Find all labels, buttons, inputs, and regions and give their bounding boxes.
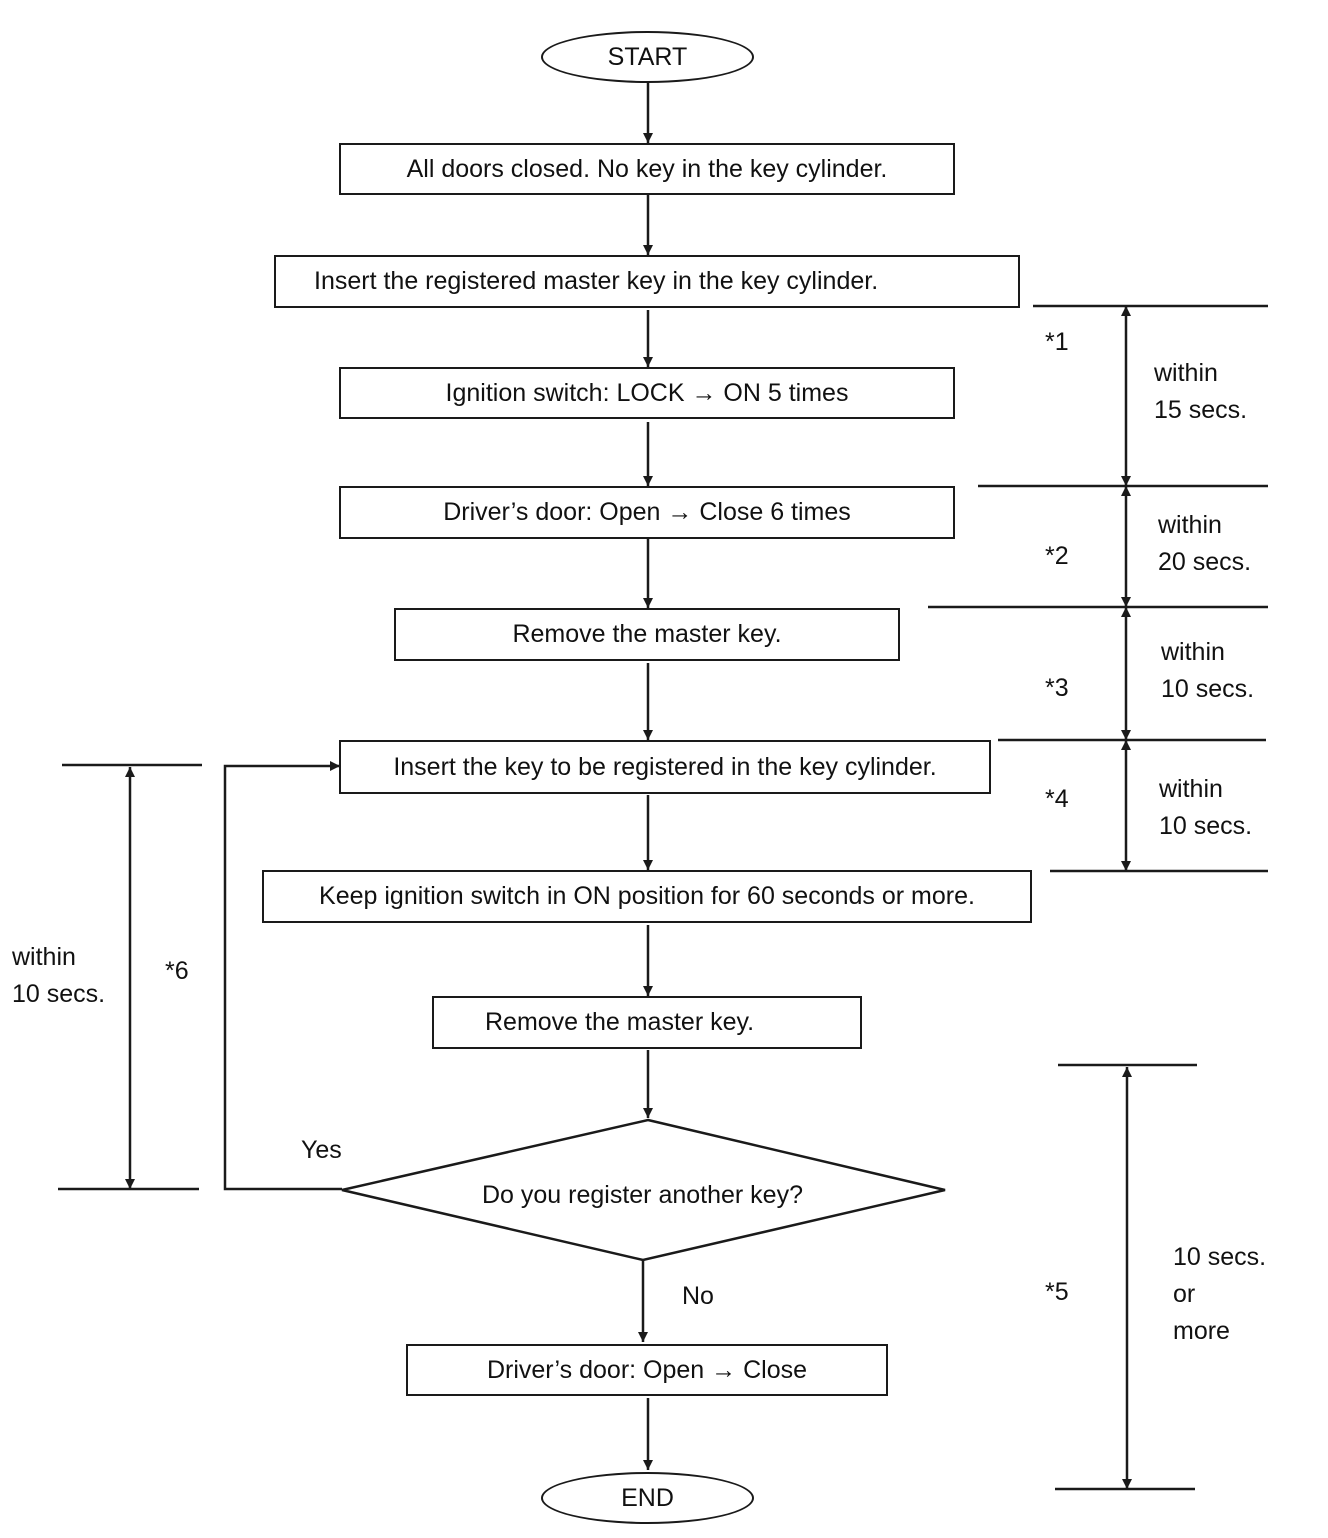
timing-text-6b: 10 secs.: [12, 980, 106, 1008]
decision-question: Do you register another key?: [481, 1180, 803, 1209]
step-ignition-lock-on: Ignition switch: LOCK → ON 5 times: [339, 367, 955, 419]
start-terminal: START: [541, 31, 754, 83]
timing-text-3b: 10 secs.: [1161, 675, 1255, 703]
timing-text-6a: within: [12, 943, 76, 971]
step-door-open-close-6: Driver’s door: Open → Close 6 times: [339, 486, 955, 539]
no-label: No: [682, 1282, 714, 1310]
timing-text-1a: within: [1154, 359, 1218, 387]
yes-label: Yes: [301, 1136, 342, 1164]
decision-diamond: [341, 1118, 946, 1262]
timing-text-2b: 20 secs.: [1158, 548, 1252, 576]
timing-text-5b: or: [1173, 1280, 1196, 1308]
timing-text-5c: more: [1173, 1317, 1230, 1345]
step-keep-ignition-on: Keep ignition switch in ON position for …: [262, 870, 1032, 923]
timing-mark-3: *3: [1045, 674, 1069, 702]
timing-text-2a: within: [1158, 511, 1222, 539]
timing-mark-5: *5: [1045, 1278, 1069, 1306]
start-label: START: [607, 42, 688, 71]
timing-mark-6: *6: [165, 957, 189, 985]
step-remove-master-key-1: Remove the master key.: [394, 608, 900, 661]
end-terminal: END: [541, 1472, 754, 1524]
timing-mark-4: *4: [1045, 785, 1069, 813]
step-door-open-close: Driver’s door: Open → Close: [406, 1344, 888, 1396]
timing-text-4a: within: [1159, 775, 1223, 803]
arrow-yes-loop: [223, 761, 342, 1191]
timing-text-4b: 10 secs.: [1159, 812, 1253, 840]
timing-text-3a: within: [1161, 638, 1225, 666]
timing-text-5a: 10 secs.: [1173, 1243, 1267, 1271]
timing-text-1b: 15 secs.: [1154, 396, 1248, 424]
timing-mark-2: *2: [1045, 542, 1069, 570]
step-insert-new-key: Insert the key to be registered in the k…: [339, 740, 991, 794]
step-remove-master-key-2: Remove the master key.: [432, 996, 862, 1049]
end-label: END: [621, 1483, 674, 1512]
step-insert-master-key: Insert the registered master key in the …: [274, 255, 1020, 308]
timing-mark-1: *1: [1045, 328, 1069, 356]
step-doors-closed: All doors closed. No key in the key cyli…: [339, 143, 955, 195]
